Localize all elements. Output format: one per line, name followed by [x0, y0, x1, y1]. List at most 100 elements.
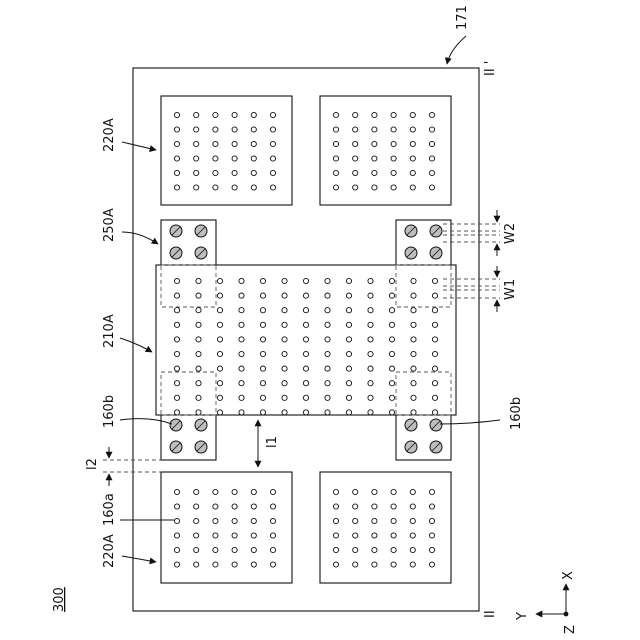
pad-dot [429, 127, 434, 132]
bridge-pad-dot [389, 381, 394, 386]
pad-dot [174, 547, 179, 552]
pad-dot [391, 547, 396, 552]
bridge-pad-dot [368, 351, 373, 356]
pad-dot [410, 533, 415, 538]
bridge-pad-dot [196, 366, 201, 371]
bridge-pad-dot [282, 395, 287, 400]
bridge-pad-dot [325, 381, 330, 386]
bridge-pad-dot [260, 293, 265, 298]
bridge-pad-dot [217, 308, 222, 313]
pad-dot [232, 518, 237, 523]
bridge-pad-dot [260, 278, 265, 283]
pad-dot [251, 533, 256, 538]
pad-dot [270, 185, 275, 190]
pad-dot [270, 489, 275, 494]
chip-bottom-label: 220A [102, 534, 117, 568]
bridge-pad-dot [196, 395, 201, 400]
bridge-pad-dot [368, 366, 373, 371]
bridge-pad-dot [368, 278, 373, 283]
pad-dot [429, 170, 434, 175]
pad-dot [174, 504, 179, 509]
pad-dot [372, 156, 377, 161]
bridge-pad-dot [217, 381, 222, 386]
pad-dot [174, 489, 179, 494]
bridge-pad-dot [368, 293, 373, 298]
pad-dot [194, 518, 199, 523]
pad-dot [251, 504, 256, 509]
pad-dot [270, 518, 275, 523]
pad-dot [213, 533, 218, 538]
pad-dot [429, 156, 434, 161]
pad-dot [429, 547, 434, 552]
bridge-pad-dot [303, 366, 308, 371]
pad-dot [251, 489, 256, 494]
pad-dot [391, 170, 396, 175]
pad-dot [391, 141, 396, 146]
bridge-pad-dot [260, 395, 265, 400]
pad-dot [174, 562, 179, 567]
pad-dot [410, 504, 415, 509]
pad-dot [251, 170, 256, 175]
pad-dot [391, 489, 396, 494]
bridge-pad-dot [239, 395, 244, 400]
bridge-pad-dot [260, 381, 265, 386]
bridge-pad-dot [217, 410, 222, 415]
bridge-pad-dot [325, 308, 330, 313]
bridge-pad-dot [239, 308, 244, 313]
leader-171 [447, 36, 466, 64]
pad-dot [333, 504, 338, 509]
pad-dot [251, 156, 256, 161]
bridge-pad-dot [346, 308, 351, 313]
pad-dot [174, 185, 179, 190]
pad-dot [353, 547, 358, 552]
pad-dot [232, 185, 237, 190]
bridge-pad-dot [303, 308, 308, 313]
bridge-pad-dot [389, 410, 394, 415]
pad-dot [194, 156, 199, 161]
bridge-pad-dot [303, 410, 308, 415]
bridge-pad-dot [217, 351, 222, 356]
chip-top-label: 220A [102, 118, 117, 152]
bridge-pad-dot [282, 337, 287, 342]
bridge-pad-dot [389, 322, 394, 327]
bridge-pad-dot [346, 395, 351, 400]
bridge-pad-dot [432, 337, 437, 342]
bridge-pad-dot [346, 351, 351, 356]
pad-dot [270, 127, 275, 132]
bridge-pad-dot [303, 351, 308, 356]
bridge-pad-dot [411, 381, 416, 386]
bridge-pad-dot [346, 293, 351, 298]
pad-dot [194, 489, 199, 494]
bridge-pad-dot [282, 381, 287, 386]
pad-dot [410, 562, 415, 567]
pad-dot [333, 156, 338, 161]
pad-dot [410, 156, 415, 161]
bridge-pad-dot [303, 337, 308, 342]
pad-dot [372, 533, 377, 538]
pad-dot [372, 547, 377, 552]
bridge-pad-dot [303, 395, 308, 400]
pad-dot [270, 547, 275, 552]
pad-dot [391, 504, 396, 509]
pad-dot [194, 533, 199, 538]
bridge-pad-dot [411, 322, 416, 327]
bridge-pad-dot [217, 395, 222, 400]
bridge-pad-dot [432, 293, 437, 298]
pad-dot [174, 141, 179, 146]
pad-dot [270, 156, 275, 161]
bridge-pad-dot [217, 278, 222, 283]
pad-dot [333, 185, 338, 190]
pad-dot [232, 504, 237, 509]
bridge-pad-dot [260, 366, 265, 371]
bridge-pad-dot [303, 322, 308, 327]
pad-dot [251, 518, 256, 523]
pad-dot [372, 112, 377, 117]
bridge-pad-dot [174, 308, 179, 313]
bridge-pad-dot [325, 395, 330, 400]
bridge-pad-dot [389, 395, 394, 400]
bridge-pad-dot [346, 278, 351, 283]
pad-dot [333, 127, 338, 132]
pad-dot [333, 489, 338, 494]
axis-y-label: Y [515, 612, 530, 621]
bridge-pad-dot [282, 278, 287, 283]
